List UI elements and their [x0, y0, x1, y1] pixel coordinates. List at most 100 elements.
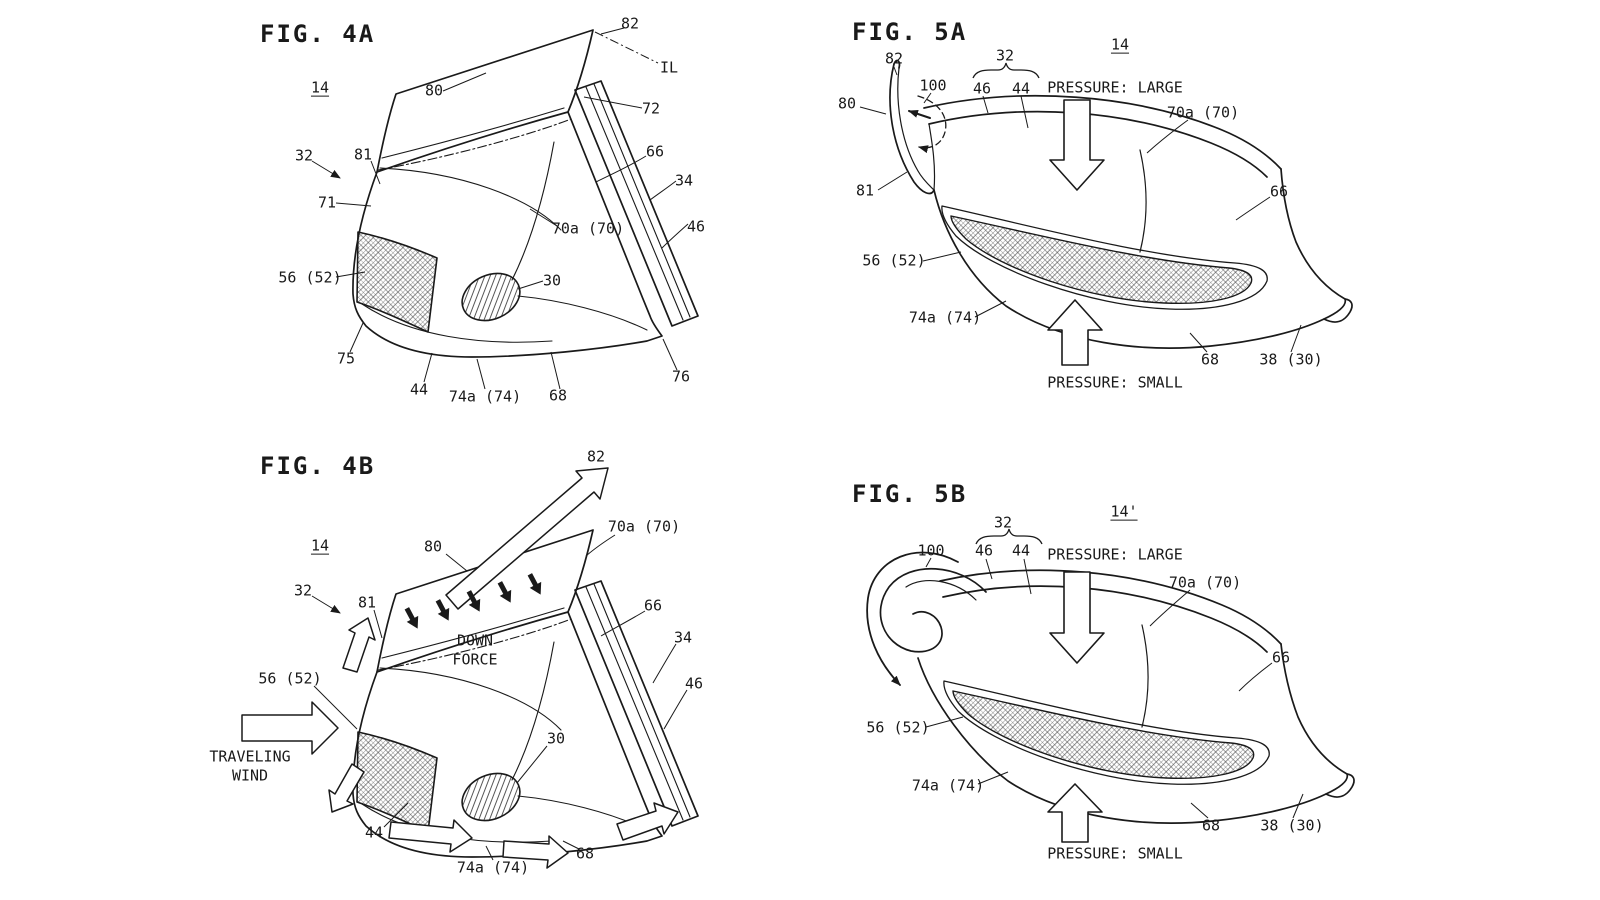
figure-4b: FIG. 4B [200, 440, 760, 890]
ref-56-52: 56 (52) [278, 268, 342, 287]
ref-68: 68 [1201, 816, 1221, 835]
body-contour [361, 303, 553, 343]
ref-66: 66 [1269, 182, 1289, 201]
ref-34: 34 [674, 171, 694, 190]
figure-5b: FIG. 5B [790, 450, 1410, 890]
ref-82: 82 [586, 447, 606, 466]
pressure-large-arrow [1049, 99, 1105, 191]
cone-line-lower [517, 295, 648, 331]
annotation-traveling-wind: TRAVELING WIND [209, 747, 291, 784]
ref-14: 14 [310, 536, 330, 555]
fig5b-drawing [866, 528, 1355, 843]
annotation-down-force: DOWN FORCE [452, 631, 498, 668]
figure-title-4b: FIG. 4B [260, 452, 376, 480]
ref-76: 76 [671, 367, 691, 386]
flow-arrow-top-edge [445, 467, 609, 610]
ref-32: 32 [993, 513, 1013, 532]
upper-surface-inner [928, 110, 1268, 178]
ref-46: 46 [972, 79, 992, 98]
annotation-pressure-small: PRESSURE: SMALL [1047, 844, 1183, 863]
fig5a-drawing [859, 59, 1353, 366]
body-outline [933, 168, 1347, 349]
ref-66: 66 [643, 596, 663, 615]
windscreen-contour [381, 107, 565, 159]
mesh-grille [952, 690, 1255, 780]
screen-blade-inner [897, 67, 935, 191]
ref-14: 14 [310, 78, 330, 97]
fig4a-drawing [311, 27, 699, 390]
ref-46: 46 [686, 217, 706, 236]
ref-30: 30 [542, 271, 562, 290]
annotation-pressure-small: PRESSURE: SMALL [1047, 373, 1183, 392]
deploy-curved-arrow [866, 551, 959, 686]
ref-68: 68 [1200, 350, 1220, 369]
tail-notch [1323, 298, 1353, 323]
ref-70a-70: 70a (70) [607, 517, 681, 536]
ref-70a-70: 70a (70) [1168, 573, 1242, 592]
surface-curve [379, 167, 562, 231]
body-outline [917, 643, 1349, 824]
inflow-arrow [908, 110, 931, 119]
ref-38-30: 38 (30) [1259, 350, 1323, 369]
ref-71: 71 [317, 193, 337, 212]
flow-arrow-bottom-2 [502, 835, 569, 869]
figure-4a: FIG. 4A [200, 0, 760, 430]
ref-32: 32 [995, 46, 1015, 65]
cone-line-upper [511, 141, 555, 281]
grille-rim [943, 680, 1270, 785]
ref-81: 81 [855, 181, 875, 200]
fig4b-drawing [241, 467, 699, 869]
ref-74a-74: 74a (74) [448, 387, 522, 406]
ref-80: 80 [423, 537, 443, 556]
ref-68: 68 [548, 386, 568, 405]
screen-blade [889, 63, 935, 195]
ref-56-52: 56 (52) [866, 718, 930, 737]
screen-blade-tip [893, 59, 901, 69]
ref-81: 81 [353, 145, 373, 164]
upper-surface-inner [942, 585, 1268, 653]
ref-74a-74: 74a (74) [456, 858, 530, 877]
annotation-pressure-large: PRESSURE: LARGE [1047, 78, 1183, 97]
ref-30: 30 [546, 729, 566, 748]
traveling-wind-arrow [241, 701, 339, 755]
recirculation-dashed-arrow [917, 95, 947, 154]
ref-100: 100 [917, 541, 945, 560]
ref-75: 75 [336, 349, 356, 368]
ref-32: 32 [293, 581, 313, 600]
ref-56-52: 56 (52) [862, 251, 926, 270]
mesh-grille [950, 215, 1253, 305]
ref-66: 66 [645, 142, 665, 161]
body-outline [352, 111, 663, 358]
annotation-pressure-large: PRESSURE: LARGE [1047, 545, 1183, 564]
upper-surface-outer [923, 94, 1282, 170]
mesh-grille [356, 231, 438, 333]
pressure-arrows [1047, 99, 1105, 366]
ref-46: 46 [684, 674, 704, 693]
pressure-small-arrow [1047, 299, 1103, 366]
vent-oval [461, 272, 521, 322]
flow-arrow-bottom-left [328, 763, 365, 813]
ref-82: 82 [620, 14, 640, 33]
ref-70a-70: 70a (70) [1166, 103, 1240, 122]
ref-32: 32 [294, 146, 314, 165]
stowed-screen-curl [879, 568, 987, 653]
figure-title-5a: FIG. 5A [852, 18, 968, 46]
ref-100: 100 [919, 76, 947, 95]
side-slat [574, 80, 699, 327]
tail-notch [1325, 773, 1355, 798]
grille-rim [941, 205, 1268, 310]
leading-edge [928, 123, 936, 191]
ref-82: 82 [884, 49, 904, 68]
fig5b-leader-lines [925, 557, 1304, 819]
ref-46: 46 [974, 541, 994, 560]
ref-72: 72 [641, 99, 661, 118]
ref-44: 44 [409, 380, 429, 399]
ref-80: 80 [424, 81, 444, 100]
upper-surface-outer [939, 569, 1282, 645]
pressure-arrows [1047, 571, 1105, 843]
brace-32 [975, 528, 1043, 545]
fig4a-leader-lines [311, 27, 689, 390]
ref-il: IL [659, 58, 679, 77]
flow-arrow-bottom-1 [388, 819, 473, 853]
